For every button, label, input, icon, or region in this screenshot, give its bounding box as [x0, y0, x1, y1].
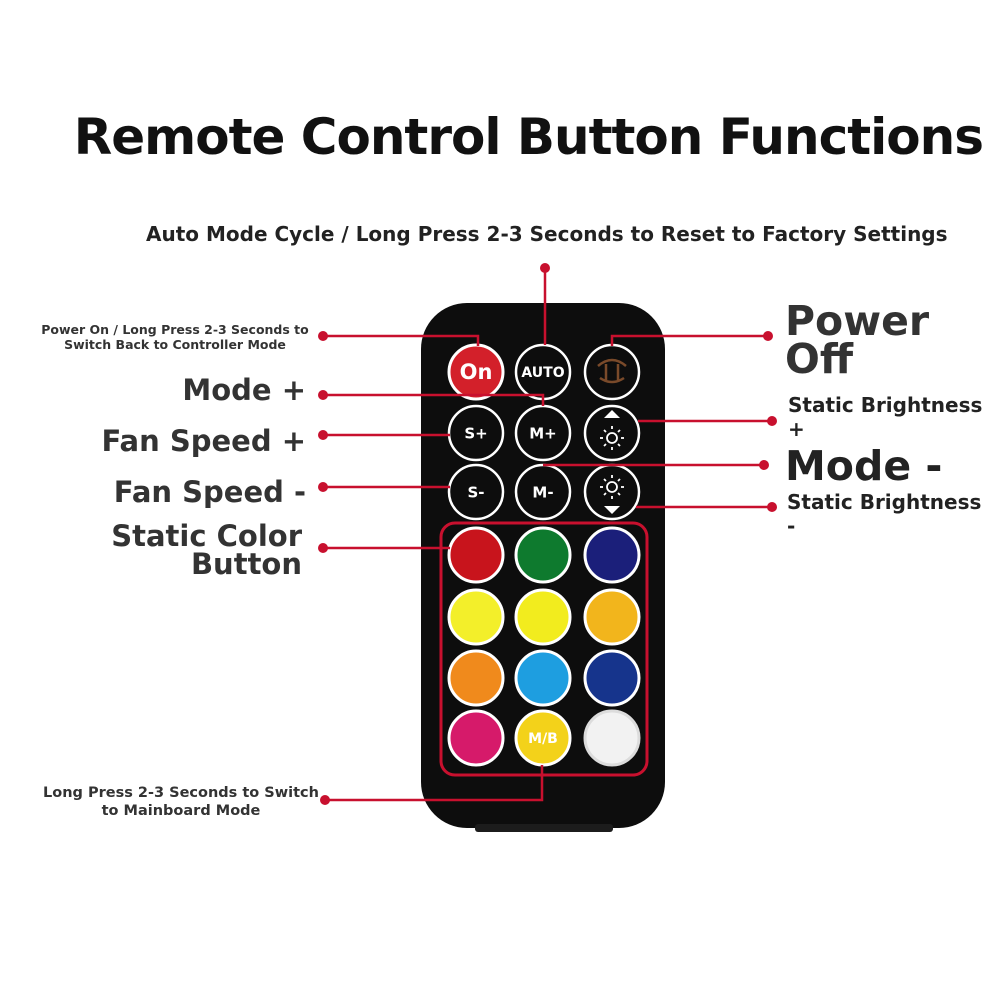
remote-bottom-edge: [475, 824, 613, 832]
mode-up-button[interactable]: M+: [514, 404, 572, 462]
label-power-off-line2: Off: [785, 335, 854, 383]
leader-dots: [318, 263, 777, 805]
label-power-on-line2: Switch Back to Controller Mode: [64, 337, 286, 352]
color-button-red[interactable]: [447, 526, 505, 584]
leader-power-off: [610, 334, 768, 346]
mode-up-label: M+: [529, 425, 557, 443]
mode-down-button[interactable]: M-: [514, 463, 572, 521]
label-brightness-minus-line1: Static Brightness: [787, 490, 982, 514]
auto-button-label: AUTO: [521, 365, 564, 381]
label-power-on-line1: Power On / Long Press 2-3 Seconds to: [41, 322, 309, 337]
color-button-white[interactable]: [583, 709, 641, 767]
color-button-yellow[interactable]: [514, 588, 572, 646]
color-button-lemon[interactable]: [447, 588, 505, 646]
label-mode-plus: Mode +: [182, 373, 306, 407]
power-off-icon: [597, 358, 627, 384]
label-brightness-minus-line2: -: [787, 514, 796, 538]
label-mainboard-line1: Long Press 2-3 Seconds to Switch: [43, 785, 319, 801]
color-button-amber[interactable]: [583, 588, 641, 646]
leader-mode-plus: [323, 393, 545, 406]
label-power-on: Power On / Long Press 2-3 Seconds to Swi…: [40, 322, 310, 352]
brightness-up-icon: [600, 410, 624, 450]
color-button-green[interactable]: [514, 526, 572, 584]
on-button-label: On: [460, 360, 493, 384]
brightness-up-button[interactable]: [583, 404, 641, 462]
label-fan-speed-plus: Fan Speed +: [101, 424, 306, 458]
color-button-magenta[interactable]: [447, 709, 505, 767]
leader-power-on: [323, 334, 480, 346]
color-button-sky-blue[interactable]: [514, 649, 572, 707]
on-button[interactable]: On: [447, 343, 505, 401]
label-brightness-plus: Static Brightness +: [788, 393, 982, 441]
label-power-off-line1: Power: [785, 297, 930, 345]
fan-speed-up-label: S+: [464, 425, 487, 443]
label-mode-minus: Mode -: [785, 442, 943, 490]
label-power-off: Power Off: [785, 297, 930, 383]
mainboard-mode-button[interactable]: M/B: [514, 709, 572, 767]
label-static-color-line2: Button: [190, 547, 302, 581]
mainboard-mode-label: M/B: [528, 731, 558, 747]
brightness-down-icon: [600, 475, 624, 514]
label-fan-speed-minus: Fan Speed -: [113, 475, 306, 509]
label-brightness-plus-line1: Static Brightness: [788, 393, 983, 417]
label-auto-mode: Auto Mode Cycle / Long Press 2-3 Seconds…: [146, 222, 948, 246]
label-static-color: Static Color Button: [40, 519, 302, 581]
color-button-grid: M/B: [447, 526, 641, 767]
label-brightness-minus: Static Brightness -: [787, 490, 981, 538]
leader-lines: [323, 268, 772, 802]
color-button-orange[interactable]: [447, 649, 505, 707]
fan-speed-down-label: S-: [467, 484, 484, 502]
page-title: Remote Control Button Functions: [73, 108, 984, 166]
fan-speed-up-button[interactable]: S+: [447, 404, 505, 462]
color-button-blue[interactable]: [583, 649, 641, 707]
leader-mainboard: [325, 765, 544, 802]
fan-speed-down-button[interactable]: S-: [447, 463, 505, 521]
power-off-button[interactable]: [583, 343, 641, 401]
color-grid-outline: [439, 521, 649, 777]
label-brightness-plus-line2: +: [788, 417, 805, 441]
auto-button[interactable]: AUTO: [514, 343, 572, 401]
label-mainboard-line2: to Mainboard Mode: [101, 803, 261, 819]
label-mainboard-mode: Long Press 2-3 Seconds to Switch to Main…: [40, 784, 322, 820]
brightness-down-button[interactable]: [583, 463, 641, 521]
label-static-color-line1: Static Color: [111, 519, 302, 553]
mode-down-label: M-: [532, 484, 553, 502]
color-button-navy[interactable]: [583, 526, 641, 584]
